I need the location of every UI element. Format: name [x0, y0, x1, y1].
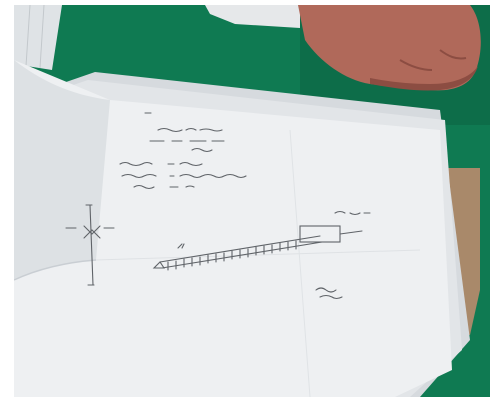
border-top [0, 0, 495, 5]
hand [298, 5, 481, 91]
page-curl-shadow [14, 60, 110, 280]
handwritten-note [315, 287, 343, 300]
knuckle-line-2 [439, 49, 467, 60]
paper-sheet [14, 60, 452, 397]
border-bottom [0, 397, 495, 403]
page-curl-edge [13, 259, 97, 281]
knuckle-line-1 [399, 59, 433, 71]
border-right [490, 0, 495, 403]
beam-sketch [152, 210, 371, 271]
rule-line-2 [289, 129, 311, 398]
column-sketch [65, 204, 115, 286]
hand-shadow [370, 66, 478, 91]
border-left [0, 0, 14, 403]
paper-stack-edge-1 [25, 4, 31, 67]
paper-stack-top-left [14, 5, 62, 70]
rule-line-1 [95, 249, 421, 261]
sleeve [205, 5, 300, 28]
paper-stack-edge-2 [39, 4, 45, 69]
handwritten-calculations [119, 112, 247, 190]
